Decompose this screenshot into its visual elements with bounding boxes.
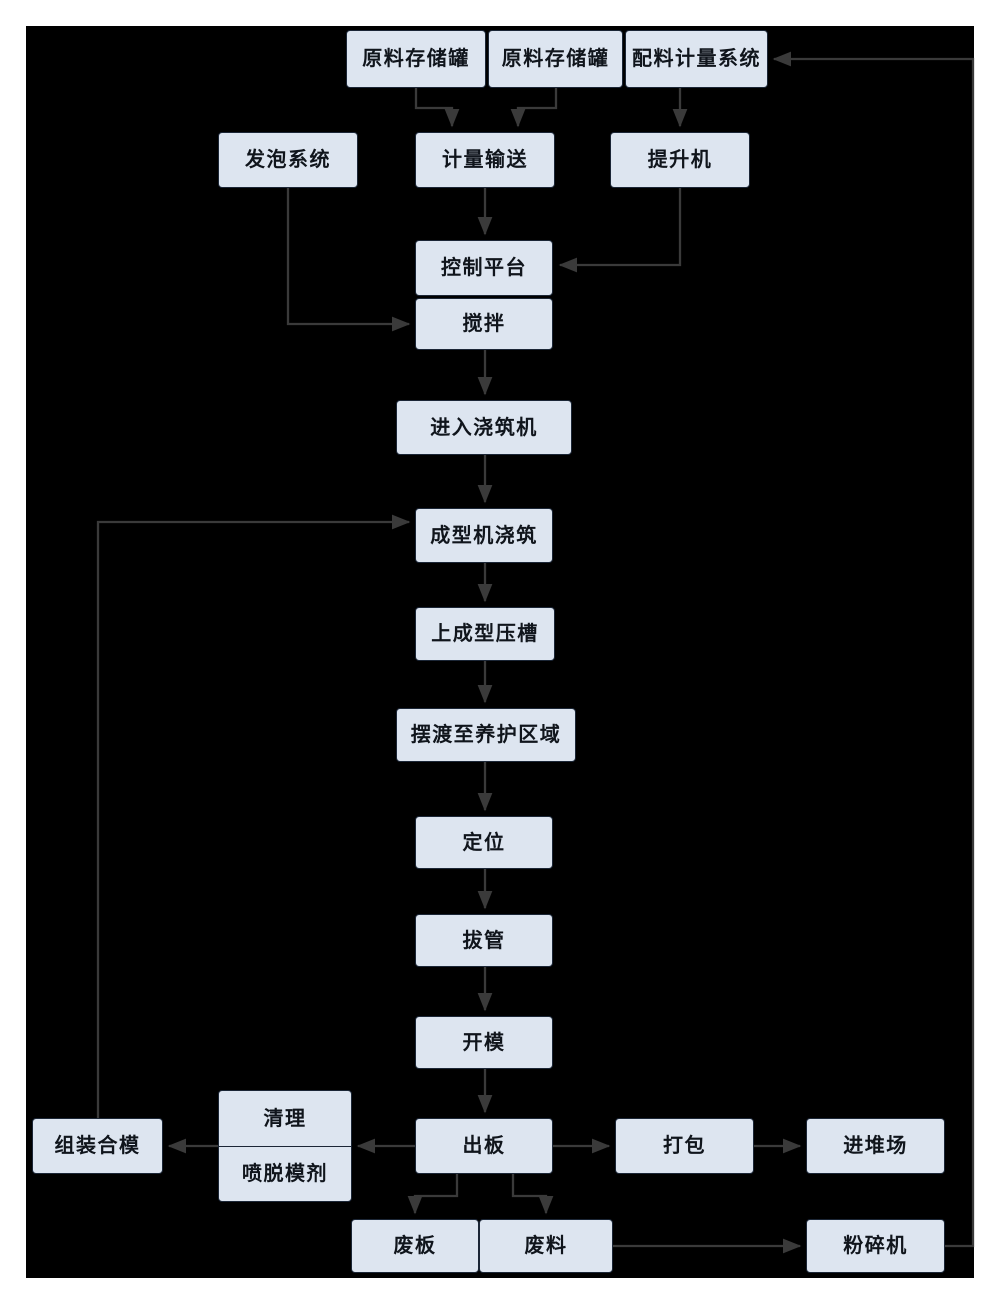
node-label: 拔管 xyxy=(462,929,506,952)
node-label: 计量输送 xyxy=(442,149,528,171)
node-label: 喷脱模剂 xyxy=(242,1163,328,1185)
node-foam[interactable]: 发泡系统 xyxy=(218,132,358,188)
node-label: 出板 xyxy=(462,1135,506,1157)
node-label: 摆渡至养护区域 xyxy=(410,724,562,746)
node-crusher[interactable]: 粉碎机 xyxy=(806,1219,945,1273)
node-label: 清理 xyxy=(263,1107,307,1130)
node-locate[interactable]: 定位 xyxy=(415,816,553,869)
node-label: 打包 xyxy=(663,1135,706,1157)
node-label: 定位 xyxy=(462,831,506,854)
node-outplate[interactable]: 出板 xyxy=(415,1118,553,1174)
node-label: 搅拌 xyxy=(462,313,506,335)
node-label: 开模 xyxy=(462,1031,506,1054)
node-label: 原料存储罐 xyxy=(501,48,610,70)
node-demold[interactable]: 开模 xyxy=(415,1016,553,1069)
node-pack[interactable]: 打包 xyxy=(615,1118,754,1174)
node-segment-1[interactable]: 喷脱模剂 xyxy=(219,1146,351,1201)
node-label: 组装合模 xyxy=(54,1135,141,1157)
node-wastemat[interactable]: 废料 xyxy=(479,1219,613,1273)
node-tank1[interactable]: 原料存储罐 xyxy=(346,30,486,88)
node-segment-0[interactable]: 清理 xyxy=(219,1091,351,1146)
node-convey[interactable]: 计量输送 xyxy=(415,132,555,188)
node-dosing[interactable]: 配料计量系统 xyxy=(625,30,768,88)
node-control[interactable]: 控制平台 xyxy=(415,240,553,296)
node-cast[interactable]: 成型机浇筑 xyxy=(415,508,553,563)
node-label: 成型机浇筑 xyxy=(430,524,538,547)
node-label: 发泡系统 xyxy=(245,149,331,171)
node-label: 配料计量系统 xyxy=(632,48,761,70)
node-yard[interactable]: 进堆场 xyxy=(806,1118,945,1174)
node-hoist[interactable]: 提升机 xyxy=(610,132,750,188)
node-cleanspray[interactable]: 清理喷脱模剂 xyxy=(218,1090,352,1202)
node-tank2[interactable]: 原料存储罐 xyxy=(488,30,623,88)
node-label: 废料 xyxy=(524,1235,568,1257)
node-wasteplate[interactable]: 废板 xyxy=(351,1219,479,1273)
node-ferry[interactable]: 摆渡至养护区域 xyxy=(396,708,576,762)
node-mix[interactable]: 搅拌 xyxy=(415,298,553,350)
node-label: 废板 xyxy=(393,1235,437,1257)
node-assemble[interactable]: 组装合模 xyxy=(32,1118,163,1174)
node-label: 粉碎机 xyxy=(843,1235,908,1257)
node-label: 提升机 xyxy=(647,149,713,171)
node-label: 原料存储罐 xyxy=(362,48,470,70)
node-pull[interactable]: 拔管 xyxy=(415,914,553,967)
node-label: 控制平台 xyxy=(441,257,527,279)
node-enter[interactable]: 进入浇筑机 xyxy=(396,400,572,455)
node-label: 进堆场 xyxy=(843,1135,908,1157)
node-press[interactable]: 上成型压槽 xyxy=(415,607,555,661)
node-label: 进入浇筑机 xyxy=(430,416,538,439)
node-label: 上成型压槽 xyxy=(431,623,539,645)
